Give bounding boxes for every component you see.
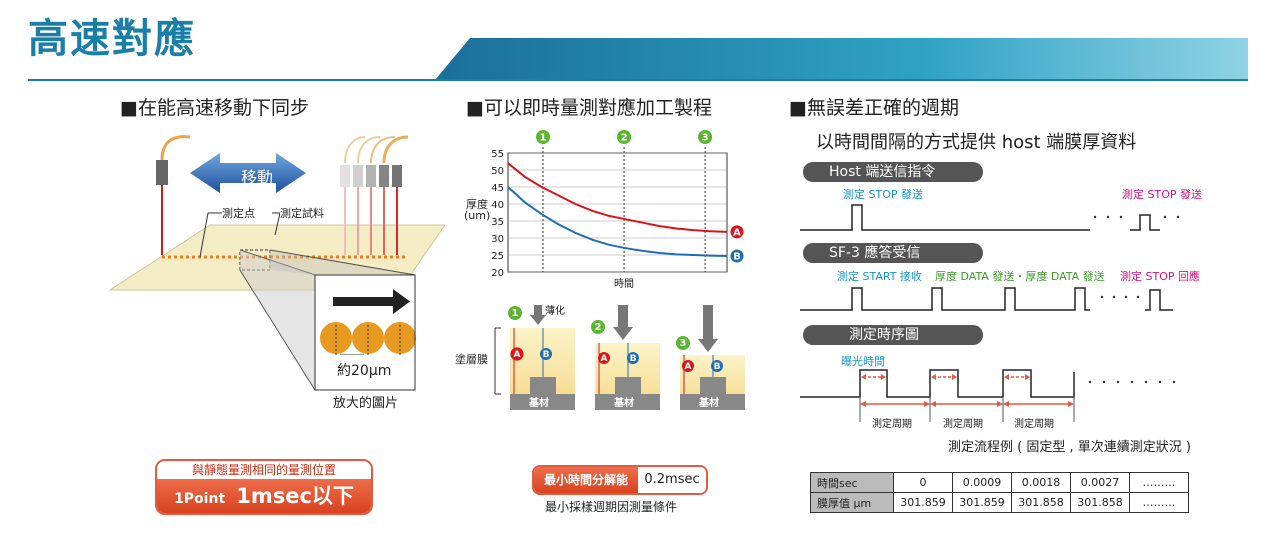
- left-heading: ■在能高速移動下同步: [120, 97, 309, 119]
- period-label-3: 測定周期: [1014, 419, 1054, 430]
- series-end-label: B: [733, 252, 741, 263]
- table-cell: ………: [1129, 492, 1189, 513]
- svg-text:A: A: [514, 350, 521, 360]
- svg-text:B: B: [543, 350, 550, 360]
- resolution-value: 0.2msec: [638, 467, 706, 493]
- series-end-label: A: [733, 227, 741, 238]
- substrate-label-2: 基材: [614, 398, 634, 409]
- period-label-2: 測定周期: [943, 419, 983, 430]
- thin-label: 薄化: [545, 306, 565, 317]
- table-cell: 301.858: [1070, 492, 1130, 513]
- right-heading: ■無誤差正確的週期: [789, 97, 959, 119]
- right-subheading: 以時間間隔的方式提供 host 端膜厚資料: [816, 132, 1137, 153]
- zoom-caption: 放大的圖片: [333, 396, 399, 411]
- series-line-B: [507, 186, 728, 258]
- y-tick-label: 50: [491, 166, 504, 177]
- resolution-label: 最小時間分解能: [534, 467, 638, 493]
- move-arrow-icon: [190, 153, 306, 193]
- sync-illustration: [108, 135, 445, 391]
- host-stop-label-a: 測定 STOP 發送: [843, 188, 923, 201]
- timing-waveforms: [800, 204, 1180, 422]
- svg-text:B: B: [630, 354, 637, 364]
- table-cell: 301.859: [893, 492, 953, 513]
- sf3-data-label: 厚度 DATA 發送・厚度 DATA 發送: [935, 270, 1105, 283]
- coat-label: 塗層膜: [455, 353, 488, 366]
- table-cell: 0.0018: [1011, 472, 1071, 493]
- table-cell: 膜厚值 μm: [810, 492, 894, 513]
- badge-big-text: 1msec以下: [236, 484, 354, 508]
- pill-timing-chart: 測定時序圖: [803, 325, 983, 345]
- series-end-badge: [730, 249, 744, 263]
- page-title: 高速對應: [28, 16, 196, 62]
- marker-label: 1: [540, 133, 547, 144]
- resolution-badge: 最小時間分解能 0.2msec: [532, 465, 708, 495]
- table-cell: 301.858: [1011, 492, 1071, 513]
- flow-note: 測定流程例 ( 固定型 , 單次連續測定狀況 ): [948, 440, 1191, 455]
- marker-badge: [617, 130, 632, 144]
- host-stop-label-b: 測定 STOP 發送: [1122, 188, 1202, 201]
- substrate-label-1: 基材: [529, 398, 549, 409]
- marker-badge: [536, 130, 551, 144]
- direction-arrow-icon: [393, 289, 410, 314]
- middle-heading: ■可以即時量測對應加工製程: [466, 97, 712, 119]
- sf3-stop-label: 測定 STOP 回應: [1120, 270, 1200, 283]
- measure-sample-label: 測定試料: [280, 205, 324, 221]
- thickness-chart: 20 25 30 35 40 45 50 55 1 2 3 A B: [491, 130, 744, 279]
- y-tick-label: 20: [491, 268, 504, 279]
- svg-text:2: 2: [595, 322, 602, 333]
- marker-label: 2: [621, 133, 628, 144]
- exposure-label: 曝光時間: [841, 355, 885, 368]
- measure-point-label: 測定点: [222, 205, 255, 221]
- sync-badge: 與靜態量測相同的量測位置 1Point 1msec以下: [155, 459, 373, 515]
- table-cell: 0: [893, 472, 953, 493]
- probe-icon: [156, 160, 168, 185]
- svg-text:A: A: [601, 354, 608, 364]
- svg-text:3: 3: [680, 338, 687, 349]
- move-label: 移動: [241, 168, 274, 187]
- chart-ylabel-1: 厚度: [466, 198, 488, 211]
- y-tick-label: 25: [491, 251, 504, 262]
- y-tick-label: 55: [491, 149, 504, 160]
- svg-text:B: B: [714, 362, 721, 372]
- resolution-note: 最小採樣週期因測量條件: [545, 500, 678, 514]
- badge-top-text: 與靜態量測相同的量測位置: [157, 461, 371, 479]
- table-cell: 0.0027: [1070, 472, 1130, 493]
- svg-text:A: A: [685, 362, 692, 372]
- badge-small-text: 1Point: [174, 491, 226, 507]
- process-diagram: A B A B A B 1 2 3: [494, 305, 745, 410]
- chart-xlabel: 時間: [614, 279, 634, 290]
- header-band: [28, 38, 1248, 81]
- series-end-badge: [730, 225, 744, 239]
- period-label-1: 測定周期: [872, 419, 912, 430]
- table-cell: 301.859: [952, 492, 1012, 513]
- plot-frame: [507, 152, 728, 273]
- scale-label: 約20μm: [337, 363, 392, 379]
- marker-label: 3: [702, 133, 709, 144]
- y-tick-label: 45: [491, 183, 504, 194]
- table-row: 膜厚值 μm 301.859 301.859 301.858 301.858 ……: [810, 492, 1189, 513]
- sf3-start-label: 測定 START 接收: [837, 270, 922, 283]
- series-line-A: [507, 162, 728, 233]
- table-cell: 0.0009: [952, 472, 1012, 493]
- substrate-label-3: 基材: [699, 398, 719, 409]
- y-tick-label: 35: [491, 217, 504, 228]
- thickness-table: 時間sec 0 0.0009 0.0018 0.0027 ……… 膜厚值 μm …: [810, 472, 1189, 513]
- table-cell: 時間sec: [810, 472, 894, 493]
- pill-sf3-response: SF-3 應答受信: [803, 243, 983, 263]
- table-cell: ………: [1129, 472, 1189, 493]
- y-tick-label: 40: [491, 200, 504, 211]
- table-row: 時間sec 0 0.0009 0.0018 0.0027 ………: [810, 472, 1189, 493]
- marker-badge: [698, 130, 713, 144]
- svg-text:1: 1: [512, 308, 519, 319]
- chart-ylabel-2: (um): [464, 209, 491, 222]
- y-tick-label: 30: [491, 234, 504, 245]
- pill-host-command: Host 端送信指令: [803, 162, 983, 182]
